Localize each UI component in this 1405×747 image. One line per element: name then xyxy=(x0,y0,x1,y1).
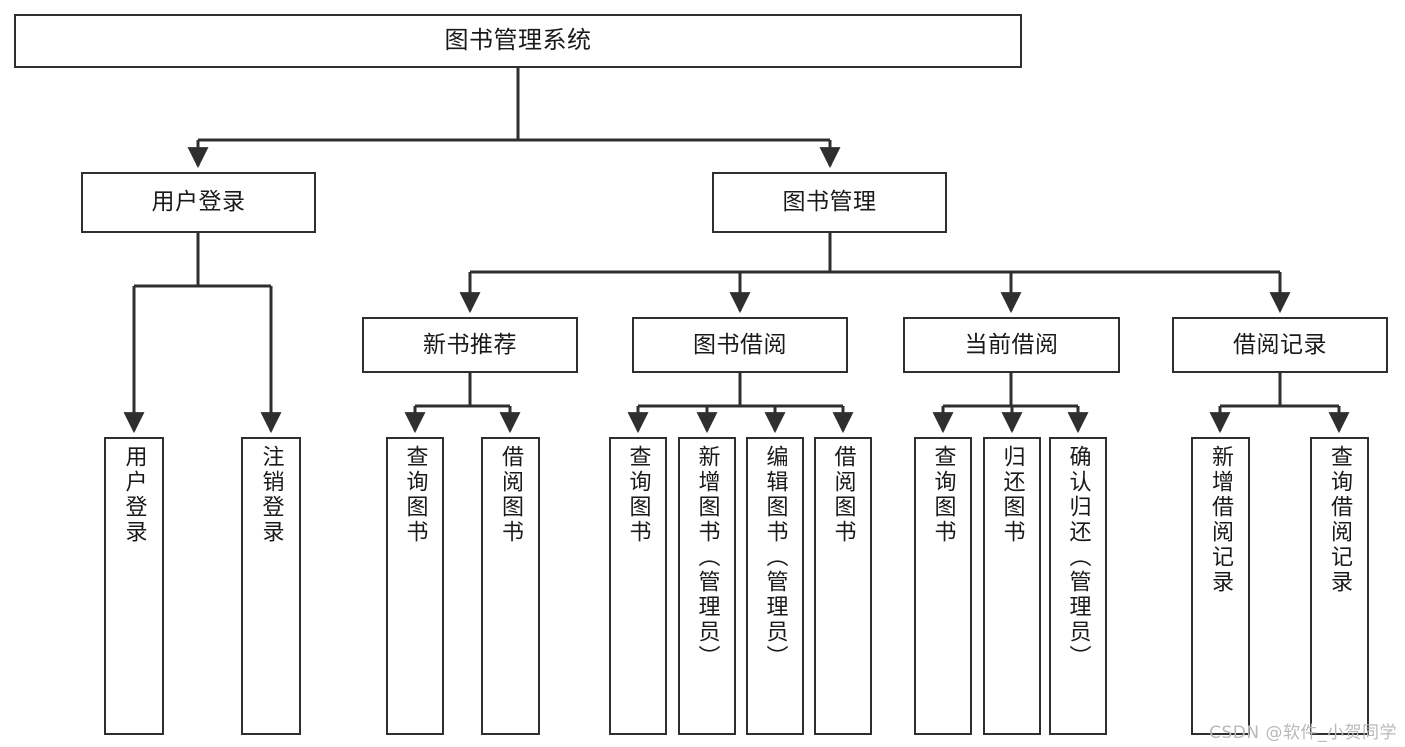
node-new-book-recommend[interactable]: 新书推荐 xyxy=(362,317,578,373)
node-book-borrow[interactable]: 图书借阅 xyxy=(632,317,848,373)
leaf-query-borrow-record-label: 查询借阅记录 xyxy=(1327,445,1353,595)
leaf-confirm-return-admin[interactable]: 确认归还（管理员） xyxy=(1049,437,1107,735)
leaf-confirm-return-admin-label: 确认归还（管理员） xyxy=(1065,445,1091,670)
node-book-management-label: 图书管理 xyxy=(782,189,877,216)
node-root[interactable]: 图书管理系统 xyxy=(14,14,1022,68)
leaf-add-book-admin-label: 新增图书（管理员） xyxy=(694,445,720,670)
node-current-borrow-label: 当前借阅 xyxy=(964,331,1059,358)
leaf-borrow-book-recommend[interactable]: 借阅图书 xyxy=(481,437,540,735)
leaf-logout[interactable]: 注销登录 xyxy=(241,437,301,735)
leaf-query-book-recommend-label: 查询图书 xyxy=(402,445,428,545)
leaf-logout-label: 注销登录 xyxy=(258,445,284,545)
leaf-query-book-current[interactable]: 查询图书 xyxy=(914,437,972,735)
leaf-query-book-borrow[interactable]: 查询图书 xyxy=(609,437,667,735)
leaf-borrow-book[interactable]: 借阅图书 xyxy=(814,437,872,735)
leaf-borrow-book-label: 借阅图书 xyxy=(830,445,856,545)
node-new-book-recommend-label: 新书推荐 xyxy=(423,331,517,358)
leaf-query-book-borrow-label: 查询图书 xyxy=(625,445,651,545)
node-book-management[interactable]: 图书管理 xyxy=(712,172,947,233)
leaf-query-borrow-record[interactable]: 查询借阅记录 xyxy=(1310,437,1369,735)
leaf-user-login-label: 用户登录 xyxy=(121,445,147,545)
leaf-return-book[interactable]: 归还图书 xyxy=(983,437,1041,735)
leaf-query-book-current-label: 查询图书 xyxy=(930,445,956,545)
leaf-user-login[interactable]: 用户登录 xyxy=(104,437,164,735)
node-user-login-label: 用户登录 xyxy=(151,189,246,216)
node-book-borrow-label: 图书借阅 xyxy=(693,331,787,358)
node-root-label: 图书管理系统 xyxy=(444,26,592,55)
leaf-return-book-label: 归还图书 xyxy=(999,445,1025,545)
leaf-query-book-recommend[interactable]: 查询图书 xyxy=(386,437,444,735)
leaf-add-borrow-record[interactable]: 新增借阅记录 xyxy=(1191,437,1250,735)
leaf-edit-book-admin-label: 编辑图书（管理员） xyxy=(762,445,788,670)
leaf-borrow-book-recommend-label: 借阅图书 xyxy=(498,445,524,545)
node-user-login[interactable]: 用户登录 xyxy=(81,172,316,233)
node-current-borrow[interactable]: 当前借阅 xyxy=(903,317,1120,373)
node-borrow-records[interactable]: 借阅记录 xyxy=(1172,317,1388,373)
leaf-add-book-admin[interactable]: 新增图书（管理员） xyxy=(678,437,736,735)
watermark: CSDN @软件_小贺同学 xyxy=(1209,723,1397,743)
leaf-add-borrow-record-label: 新增借阅记录 xyxy=(1208,445,1234,595)
node-borrow-records-label: 借阅记录 xyxy=(1233,331,1327,358)
leaf-edit-book-admin[interactable]: 编辑图书（管理员） xyxy=(746,437,804,735)
